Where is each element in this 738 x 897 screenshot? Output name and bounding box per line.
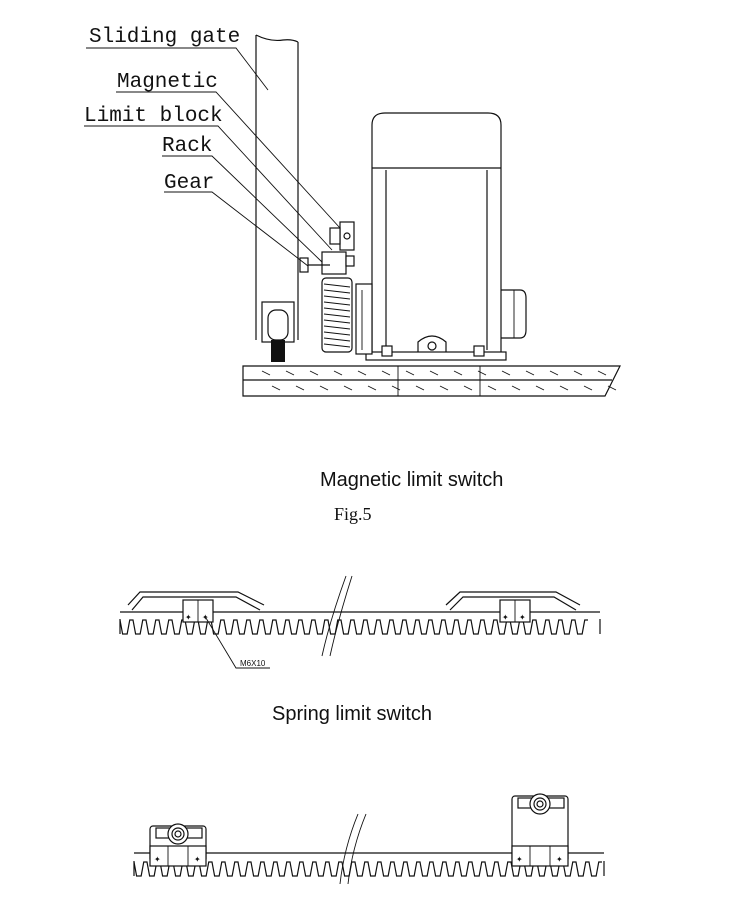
svg-text:✦: ✦ <box>519 613 526 622</box>
caption-magnetic-limit-switch: Magnetic limit switch <box>320 469 503 491</box>
label-limit-block: Limit block <box>84 105 223 128</box>
gate-operator-diagram: Sliding gate Magnetic Limit block Rack G… <box>84 26 621 397</box>
gear <box>321 277 353 353</box>
ground-base <box>242 365 621 397</box>
gear-teeth <box>323 283 351 348</box>
svg-text:✦: ✦ <box>516 855 523 864</box>
leader-lines <box>84 47 341 267</box>
label-gear: Gear <box>164 172 214 195</box>
ground-hatching <box>261 370 617 391</box>
svg-text:✦: ✦ <box>502 613 509 622</box>
sliding-gate-post <box>255 34 309 362</box>
label-sliding-gate: Sliding gate <box>89 26 240 49</box>
spring-rack-diagram: ✦ ✦ ✦ ✦ <box>133 793 605 885</box>
svg-text:✦: ✦ <box>185 613 192 622</box>
magnetic-rack-diagram: ✦ ✦ ✦ ✦ M6X10 <box>119 575 601 669</box>
bolt-label: M6X10 <box>240 659 266 668</box>
figure-number: Fig.5 <box>334 504 372 524</box>
caption-spring-limit-switch: Spring limit switch <box>272 703 432 725</box>
svg-text:✦: ✦ <box>194 855 201 864</box>
svg-text:✦: ✦ <box>556 855 563 864</box>
motor-housing <box>355 112 527 361</box>
svg-text:✦: ✦ <box>202 613 209 622</box>
svg-text:✦: ✦ <box>154 855 161 864</box>
label-rack: Rack <box>162 135 212 158</box>
magnetic-limit-block <box>308 221 355 275</box>
label-magnetic: Magnetic <box>117 71 218 94</box>
